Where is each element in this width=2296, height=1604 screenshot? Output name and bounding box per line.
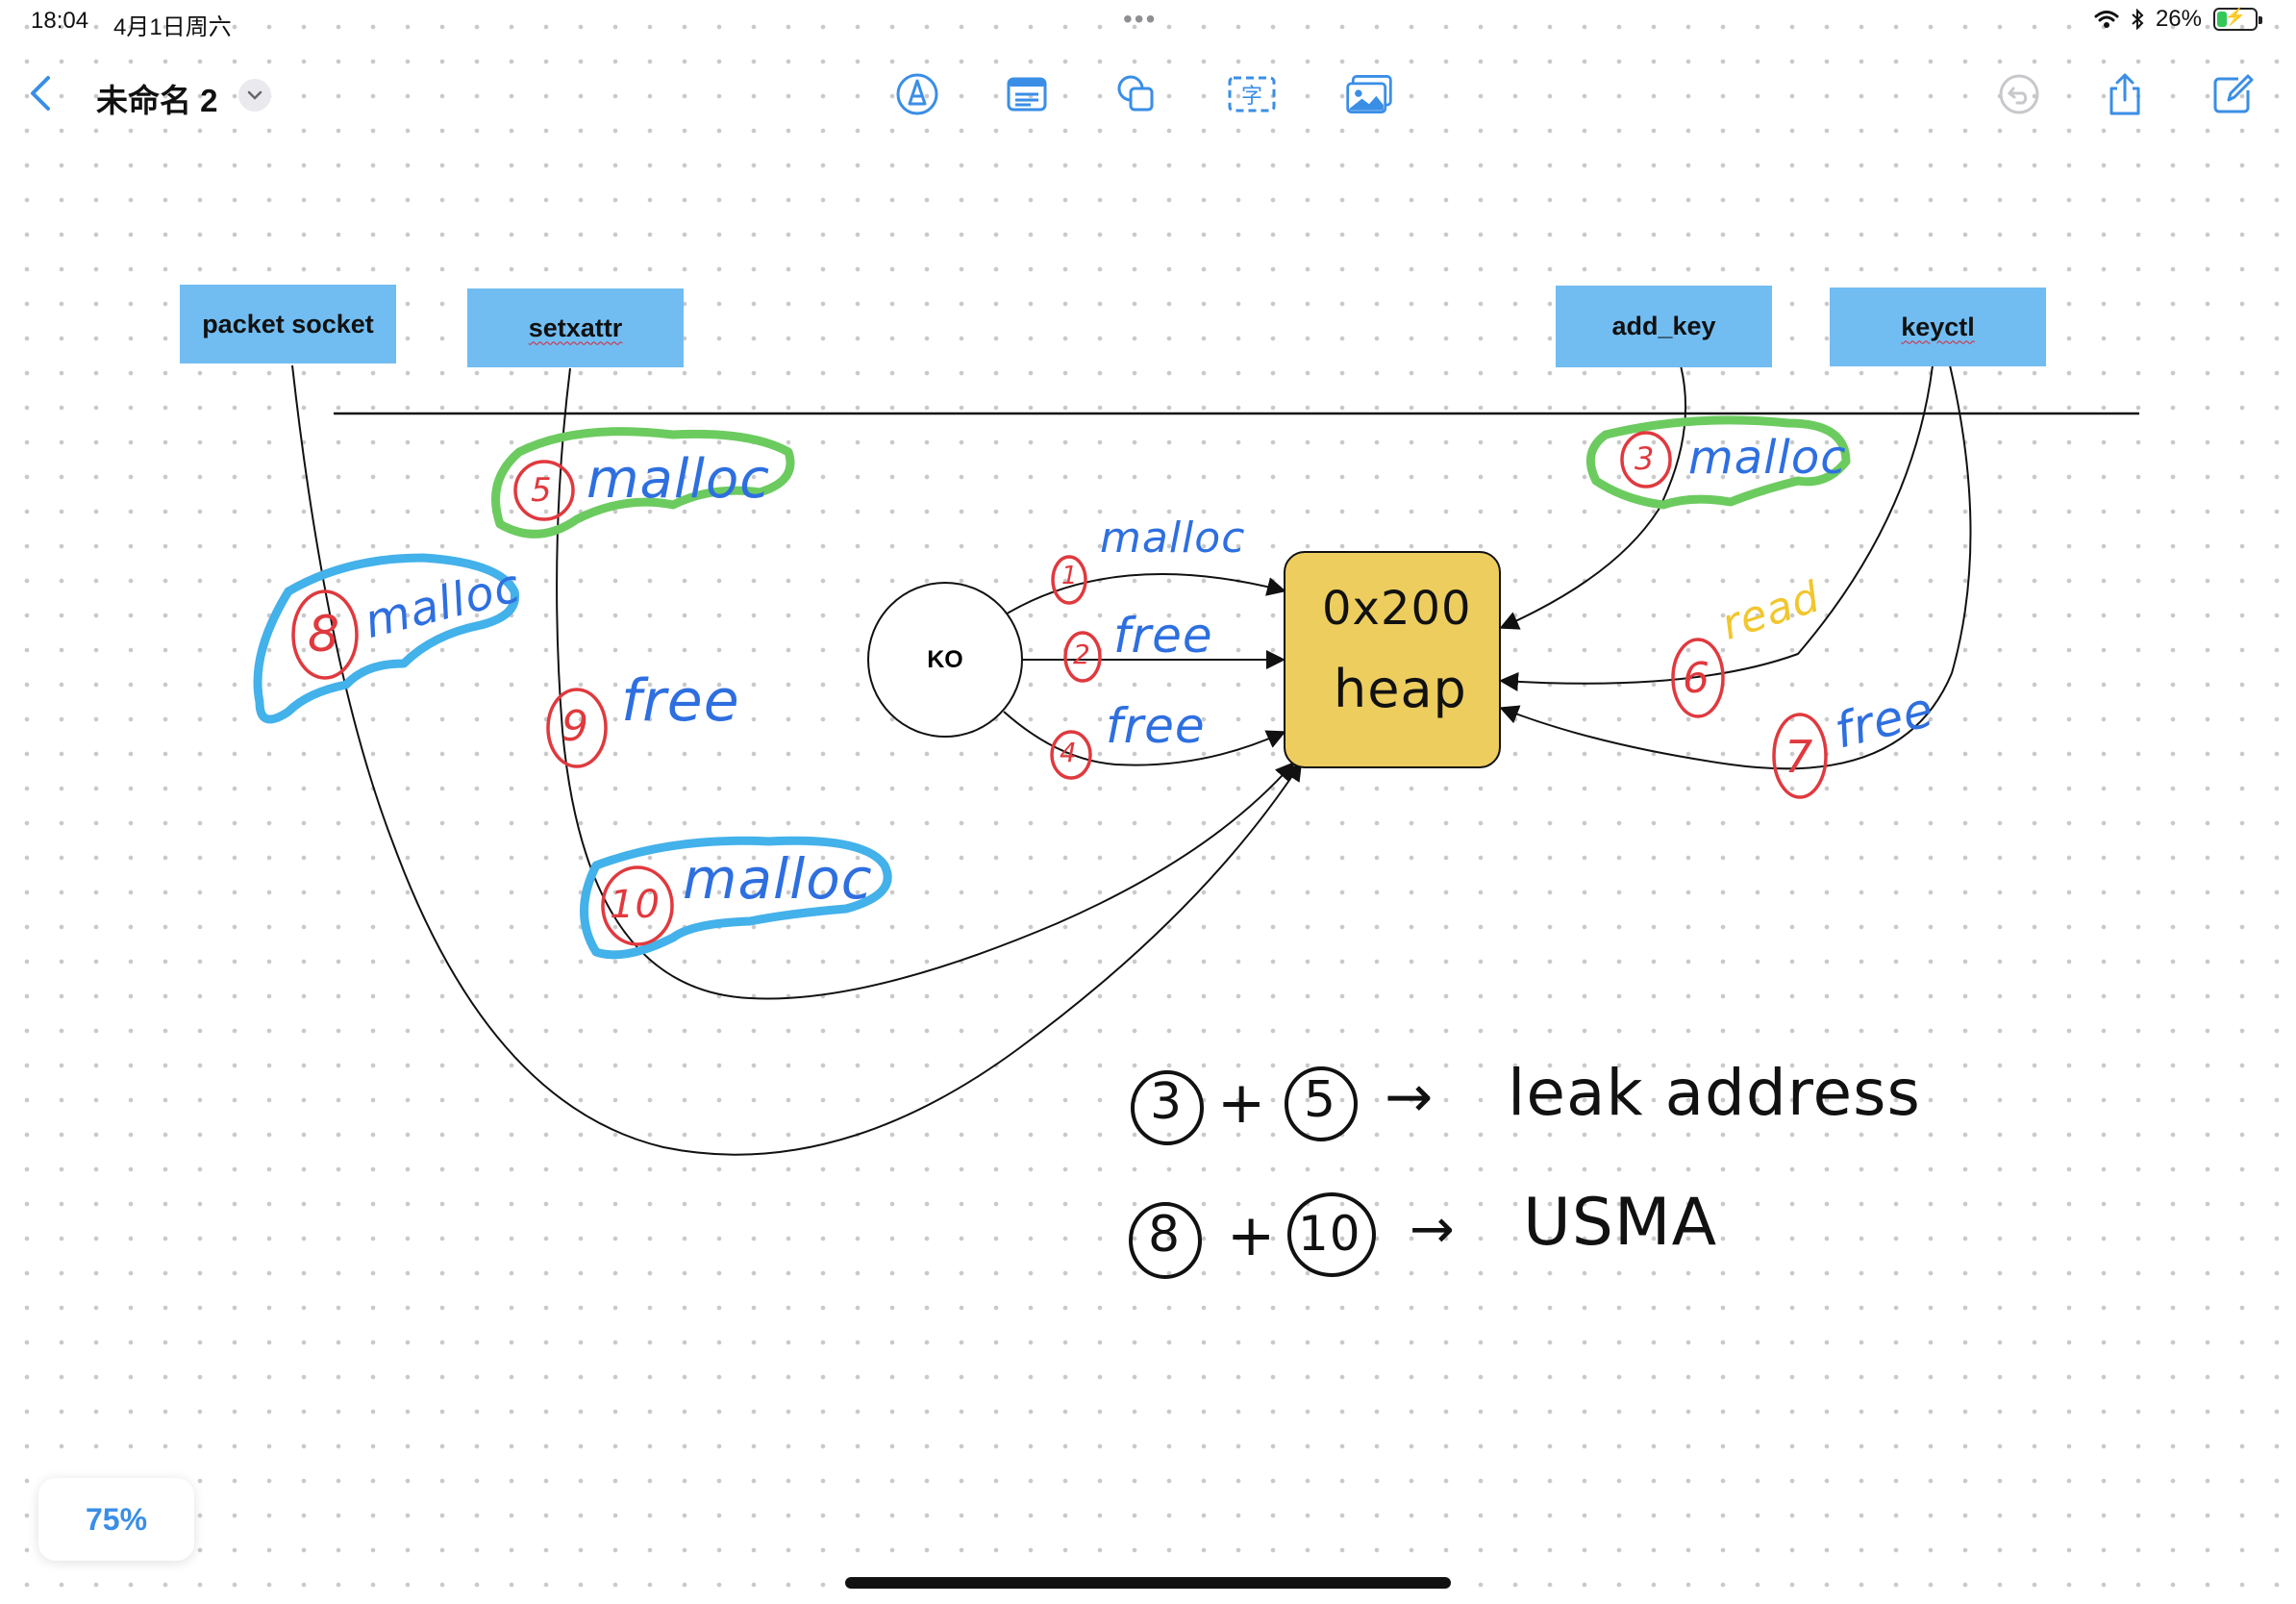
pen-icon: [896, 73, 938, 115]
note-2-text: USMA: [1523, 1185, 1718, 1261]
wifi-icon: [2094, 11, 2119, 28]
document-title[interactable]: 未命名 2: [96, 83, 218, 118]
heap-node[interactable]: 0x200 heap: [1284, 551, 1501, 768]
status-indicators: 26% ⚡: [2094, 6, 2262, 33]
undo-icon: [1999, 74, 2039, 114]
note-1-text: leak address: [1508, 1056, 1921, 1130]
text-box-icon: [1007, 77, 1047, 112]
step-number-3: 3: [1635, 440, 1656, 477]
ko-label: KO: [927, 645, 963, 673]
photo-icon: [1346, 75, 1392, 113]
text-box-button[interactable]: [1002, 69, 1052, 119]
zoom-level-button[interactable]: 75%: [38, 1478, 194, 1561]
step-2-free: free: [1113, 608, 1213, 664]
setxattr-label: setxattr: [528, 313, 623, 342]
step-number-1: 1: [1061, 562, 1079, 590]
text-recognition-glyph: 字: [1241, 85, 1262, 109]
home-indicator[interactable]: [845, 1577, 1451, 1589]
note-1-a: 3: [1150, 1073, 1184, 1131]
status-date: 4月1日周六: [113, 14, 232, 40]
connector-setxattr: [556, 367, 1295, 1000]
share-icon: [2109, 73, 2140, 115]
insert-photo-button[interactable]: [1344, 69, 1394, 119]
new-board-button[interactable]: [2208, 69, 2258, 119]
chevron-down-icon: [247, 90, 262, 100]
packet-socket-label: packet socket: [202, 309, 374, 338]
heap-size-label: 0x200: [1322, 582, 1472, 636]
green-highlight-5: [491, 427, 795, 539]
note-1-plus: +: [1217, 1069, 1267, 1137]
bluetooth-icon: [2132, 9, 2144, 30]
step-number-6: 6: [1683, 654, 1710, 703]
step-number-4: 4: [1060, 737, 1078, 768]
circle-marks: [291, 431, 1828, 946]
step-5-malloc: malloc: [586, 448, 771, 511]
add-key-label: add_key: [1611, 312, 1716, 340]
step-3-malloc: malloc: [1688, 431, 1847, 485]
step-10-malloc: malloc: [683, 846, 873, 912]
connector-ko-free-2: [1003, 711, 1286, 766]
undo-button[interactable]: [1994, 69, 2044, 119]
note-2-a: 8: [1148, 1206, 1182, 1264]
heap-label: heap: [1334, 659, 1467, 719]
blue-highlight-10: [580, 836, 892, 960]
step-9-free: free: [621, 667, 740, 735]
note-1-arrow: →: [1385, 1064, 1435, 1131]
battery-percent: 26%: [2155, 6, 2202, 32]
new-board-icon: [2213, 74, 2254, 113]
pen-tool-button[interactable]: [892, 69, 942, 119]
add-key-box[interactable]: add_key: [1556, 286, 1772, 367]
battery-icon: ⚡: [2213, 7, 2262, 31]
share-button[interactable]: [2100, 69, 2150, 119]
keyctl-box[interactable]: keyctl: [1830, 288, 2046, 366]
battery-level: [2217, 12, 2227, 27]
setxattr-box[interactable]: setxattr: [467, 288, 684, 367]
note-2-arrow: →: [1410, 1198, 1456, 1261]
note-2-plus: +: [1227, 1202, 1277, 1269]
step-number-10: 10: [610, 883, 661, 927]
title-menu-button[interactable]: [238, 79, 271, 112]
connector-add-key: [1499, 364, 1687, 630]
back-button[interactable]: [21, 69, 60, 117]
step-1-malloc: malloc: [1100, 514, 1246, 563]
blue-highlight-8: [253, 553, 520, 724]
connector-ko-malloc: [1003, 573, 1286, 616]
ko-node[interactable]: KO: [867, 582, 1023, 738]
multitasking-handle[interactable]: •••: [1123, 4, 1158, 34]
back-chevron-icon: [31, 76, 50, 111]
note-1-b: 5: [1304, 1071, 1337, 1129]
text-recognition-button[interactable]: 字: [1227, 69, 1277, 119]
shapes-icon: [1117, 75, 1154, 112]
green-highlight-3: [1585, 415, 1851, 510]
note-circles: [1129, 1066, 1376, 1279]
text-recognition-icon: 字: [1228, 76, 1276, 113]
connector-keyctl-free: [1499, 364, 1972, 770]
shapes-button[interactable]: [1111, 69, 1161, 119]
step-number-5: 5: [531, 471, 553, 510]
keyctl-label: keyctl: [1901, 312, 1975, 341]
charging-bolt-icon: ⚡: [2224, 7, 2247, 26]
status-time: 18:04: [31, 8, 89, 34]
step-number-2: 2: [1073, 639, 1091, 670]
step-4-free: free: [1106, 698, 1206, 754]
connector-keyctl-read: [1499, 364, 1934, 691]
connector-packet-socket: [291, 364, 1303, 1156]
step-number-7: 7: [1784, 731, 1814, 783]
step-number-8: 8: [308, 606, 341, 664]
step-number-9: 9: [562, 702, 589, 751]
note-2-b: 10: [1298, 1206, 1361, 1262]
packet-socket-box[interactable]: packet socket: [180, 285, 396, 363]
